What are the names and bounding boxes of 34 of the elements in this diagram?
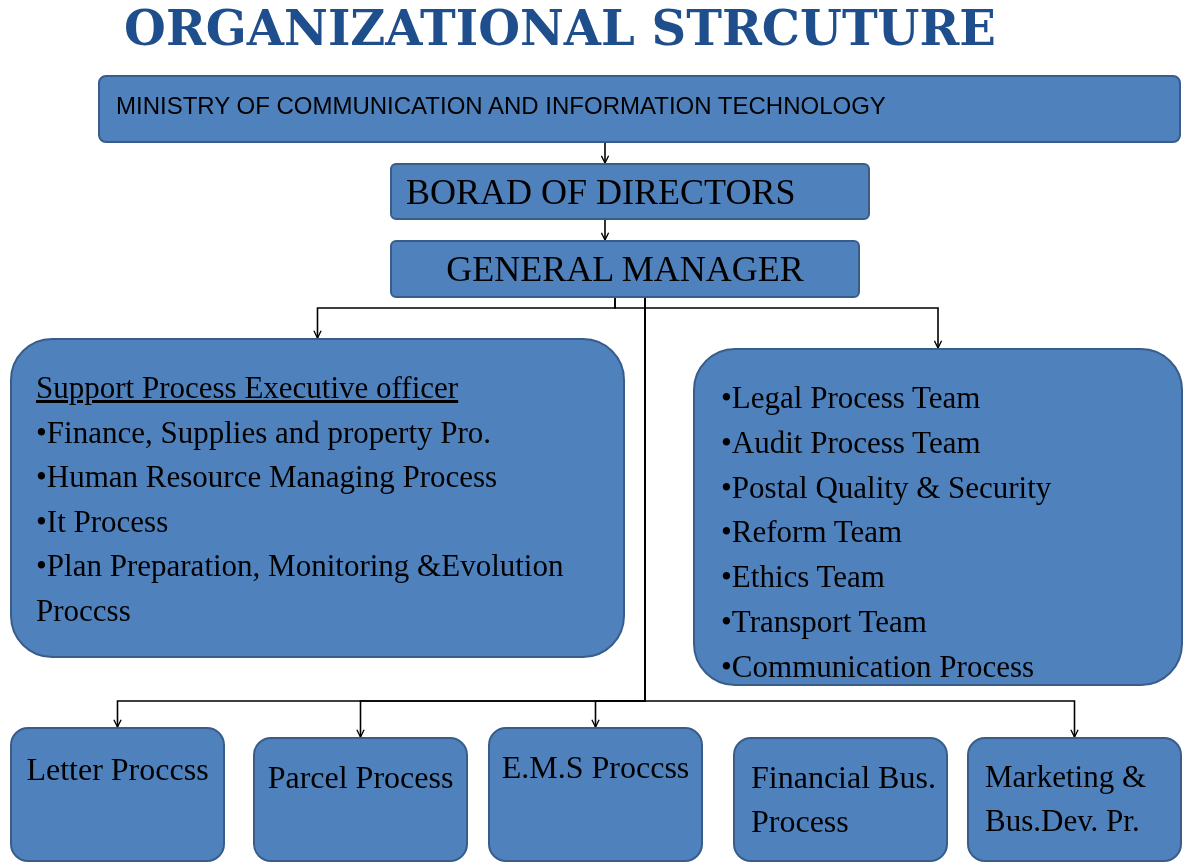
box-text: •Finance, Supplies and property Pro. xyxy=(36,413,492,452)
org-box xyxy=(390,163,870,220)
box-text: MINISTRY OF COMMUNICATION AND INFORMATION TECHNOLOGY xyxy=(116,91,886,121)
connector-arrow xyxy=(600,219,610,241)
box-text: •Postal Quality & Security xyxy=(721,468,1052,507)
box-text: E.M.S Proccss xyxy=(501,748,690,787)
box-text: Parcel Process xyxy=(267,758,454,797)
box-text: Letter Proccss xyxy=(26,750,209,789)
box-text: •Communication Process xyxy=(721,647,1035,686)
connector-arrow xyxy=(600,142,610,164)
org-box xyxy=(390,240,860,298)
box-text: •Audit Process Team xyxy=(721,423,981,462)
box-heading: Support Process Executive officer xyxy=(36,369,459,407)
org-box xyxy=(10,727,225,862)
box-text: GENERAL MANAGER xyxy=(446,249,804,289)
box-text: Financial Bus. Process xyxy=(751,758,937,841)
box-text: •Reform Team xyxy=(721,513,903,552)
connector-arrow xyxy=(614,297,943,349)
box-text: •Human Resource Managing Process xyxy=(36,458,498,496)
box-text: •Plan Preparation, Monitoring &Evolution Proccss xyxy=(36,547,565,630)
org-box xyxy=(253,737,468,862)
diagram-title: ORGANIZATIONAL STRCUTURE xyxy=(123,0,997,56)
org-box xyxy=(10,338,625,658)
box-text: •Ethics Team xyxy=(721,558,885,597)
org-box xyxy=(733,737,948,862)
org-box xyxy=(488,727,703,862)
org-box xyxy=(967,737,1182,862)
box-text: •Transport Team xyxy=(721,603,927,641)
org-box xyxy=(693,348,1183,686)
org-box xyxy=(98,75,1181,143)
box-text: BORAD OF DIRECTORS xyxy=(406,171,796,212)
box-text: Marketing & Bus.Dev. Pr. xyxy=(985,758,1147,840)
box-text: •Legal Process Team xyxy=(721,379,981,417)
box-text: •It Process xyxy=(36,502,169,541)
